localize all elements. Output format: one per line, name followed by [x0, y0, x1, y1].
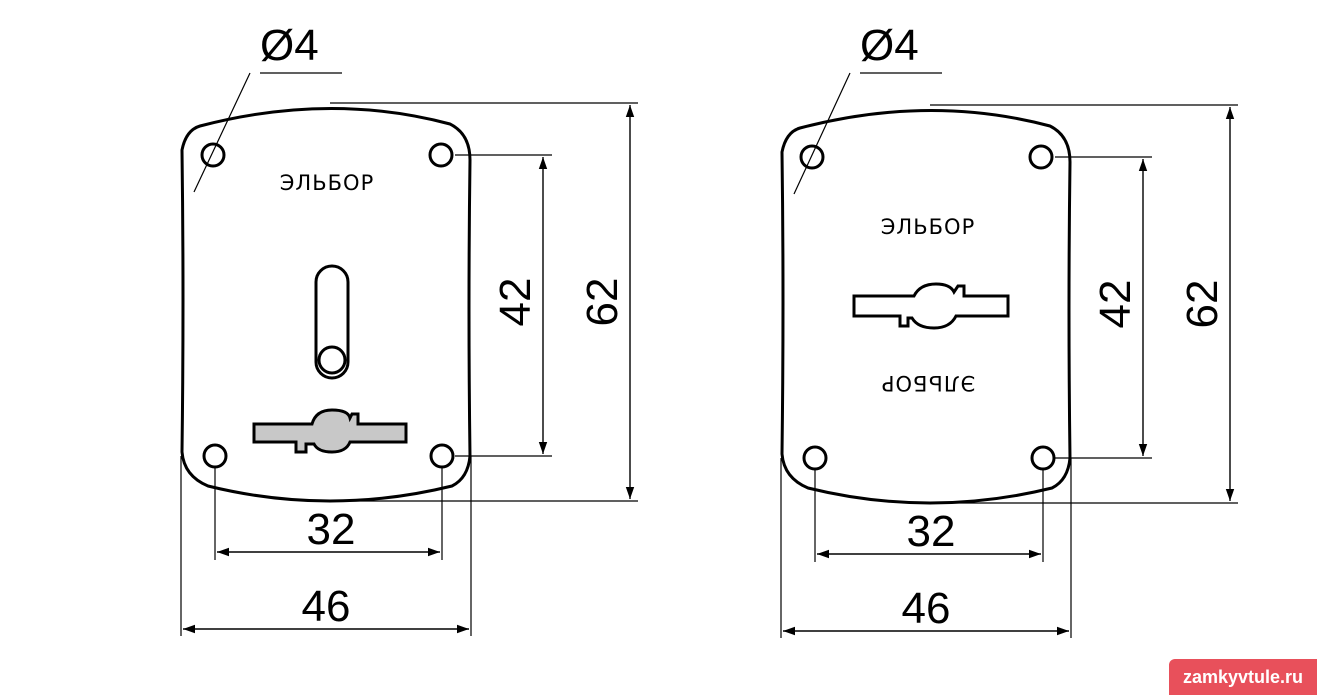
right-brand-text-top: ЭЛЬБОР — [881, 215, 975, 239]
left-dimension-lines — [183, 105, 635, 634]
left-key-shutter — [252, 408, 408, 454]
left-diameter-label: Ø4 — [260, 21, 319, 70]
left-dim-32-label: 32 — [307, 505, 356, 554]
right-extension-lines — [780, 104, 1238, 638]
right-dim-42-label: 42 — [1091, 280, 1140, 329]
left-plate-outline — [180, 107, 472, 503]
right-plate-outline — [780, 109, 1072, 505]
right-diameter-callout — [793, 72, 942, 195]
right-escutcheon-drawing: ЭЛЬБОР ЭЛЬБОР Ø4 42 62 32 46 — [780, 21, 1238, 638]
left-dim-42-label: 42 — [491, 278, 540, 327]
right-key-shutter — [852, 282, 1010, 330]
left-slot-cutout — [314, 264, 350, 380]
mounting-hole — [799, 144, 825, 170]
watermark-badge: zamkyvtule.ru — [1169, 659, 1317, 695]
left-mounting-holes — [200, 142, 455, 469]
mounting-hole — [429, 443, 455, 469]
right-dimension-lines — [783, 107, 1235, 636]
left-dim-46-label: 46 — [302, 582, 351, 631]
left-extension-lines — [180, 102, 638, 636]
right-diameter-label: Ø4 — [860, 21, 919, 70]
mounting-hole — [202, 443, 228, 469]
mounting-hole — [802, 445, 828, 471]
mounting-hole — [1030, 445, 1056, 471]
left-brand-text: ЭЛЬБОР — [280, 171, 374, 195]
right-dim-46-label: 46 — [902, 584, 951, 633]
right-dim-62-label: 62 — [1178, 280, 1227, 329]
mounting-hole — [1028, 144, 1054, 170]
left-escutcheon-drawing: ЭЛЬБОР Ø4 42 62 32 46 — [180, 21, 638, 636]
right-brand-text-bottom: ЭЛЬБОР — [881, 371, 975, 395]
right-mounting-holes — [799, 144, 1056, 471]
right-dim-32-label: 32 — [907, 507, 956, 556]
left-dim-62-label: 62 — [578, 278, 627, 327]
mounting-hole — [200, 142, 226, 168]
mounting-hole — [428, 142, 454, 168]
left-diameter-callout — [193, 72, 342, 193]
